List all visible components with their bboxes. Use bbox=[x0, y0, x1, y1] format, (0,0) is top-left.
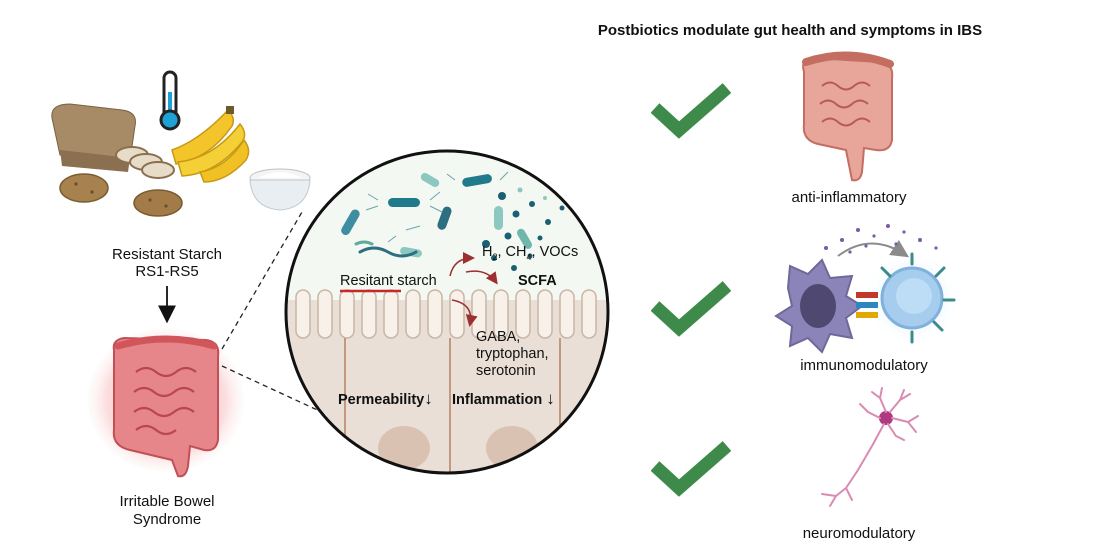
bacteria-icon bbox=[341, 171, 532, 258]
metabolite-dots bbox=[482, 187, 565, 271]
immune-cells-icon bbox=[774, 224, 962, 354]
effect-label-neuromodulatory: neuromodulatory bbox=[802, 525, 916, 542]
serotonin-label: serotonin bbox=[476, 363, 536, 379]
ibs-label-line2: Syndrome bbox=[132, 511, 202, 528]
neuron-icon bbox=[821, 387, 919, 507]
potato-icon bbox=[59, 173, 183, 217]
scfa-label: SCFA bbox=[518, 273, 557, 289]
effect-label-anti-inflammatory: anti-inflammatory bbox=[791, 189, 907, 206]
diagram-title: Postbiotics modulate gut health and symp… bbox=[597, 22, 983, 39]
gut-lumen-circle bbox=[284, 149, 610, 475]
check-icon-neuromodulatory bbox=[650, 440, 732, 498]
check-icon-immunomodulatory bbox=[650, 280, 732, 338]
check-icon-anti-inflammatory bbox=[650, 82, 732, 140]
inflammation-down-arrow: ↓ bbox=[546, 389, 555, 408]
rice-bowl-icon bbox=[249, 168, 311, 211]
starch-label-line2: RS1-RS5 bbox=[135, 263, 199, 280]
gas-products-label: H2, CH4, VOCs bbox=[482, 244, 579, 262]
permeability-down-arrow: ↓ bbox=[424, 389, 433, 408]
gaba-label: GABA, bbox=[476, 329, 521, 345]
inflammation-label: Inflammation ↓ bbox=[452, 389, 555, 408]
effect-label-immunomodulatory: immunomodulatory bbox=[800, 357, 928, 374]
resistant-starch-label: Resitant starch bbox=[340, 273, 437, 289]
ibs-label-line1: Irritable Bowel bbox=[119, 493, 215, 510]
permeability-label: Permeability↓ bbox=[338, 389, 433, 408]
ibs-intestine-icon bbox=[88, 328, 244, 478]
thermometer-icon bbox=[159, 70, 181, 131]
bread-icon bbox=[51, 103, 175, 179]
intestine-icon bbox=[802, 51, 894, 182]
starch-label-line1: Resistant Starch bbox=[111, 246, 223, 263]
banana-icon bbox=[171, 106, 250, 183]
tryptophan-label: tryptophan, bbox=[476, 346, 549, 362]
